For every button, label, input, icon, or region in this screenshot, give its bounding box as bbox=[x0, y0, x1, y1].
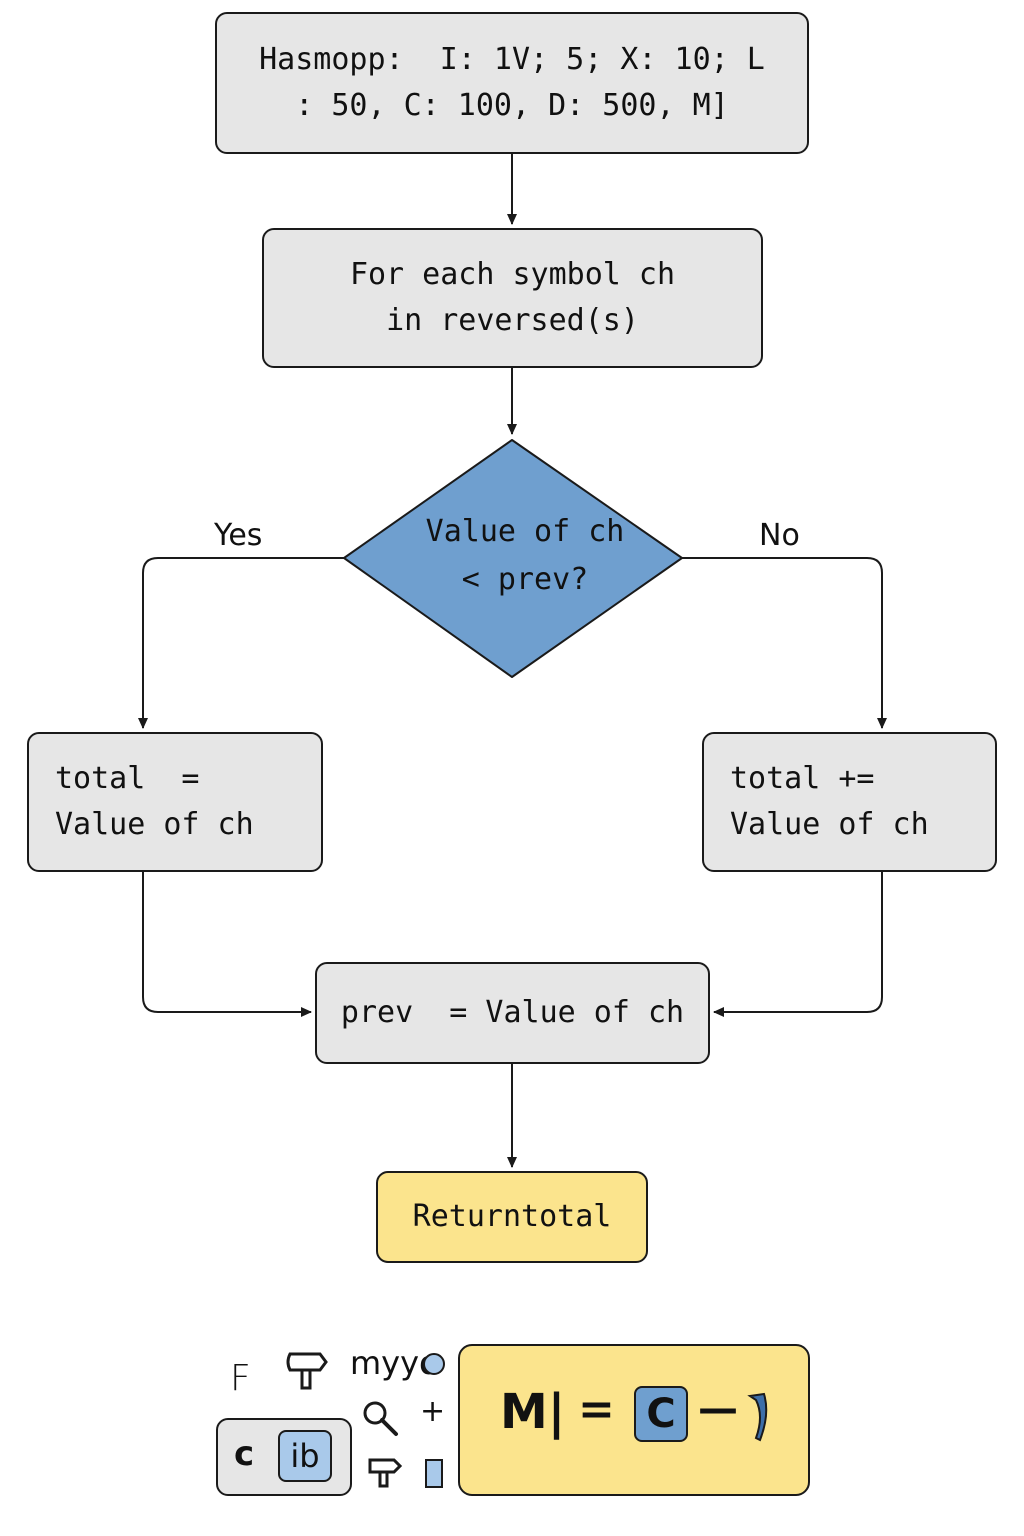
add-line-1: total += bbox=[730, 761, 875, 796]
chip-c-ib: c ib bbox=[216, 1418, 352, 1496]
init-hashmap-box: Hasmopp: I: 1V; 5; X: 10; L : 50, C: 100… bbox=[215, 12, 809, 154]
decision-text: Value of ch < prev? bbox=[380, 508, 670, 604]
init-line-2: : 50, C: 100, D: 500, M] bbox=[295, 88, 729, 123]
plus-glyph: + bbox=[420, 1394, 446, 1429]
update-prev-text: prev = Value of ch bbox=[340, 995, 685, 1030]
circle-icon bbox=[423, 1353, 445, 1375]
update-prev-box: prev = Value of ch bbox=[315, 962, 710, 1064]
signpost-icon bbox=[286, 1352, 328, 1390]
f-glyph: F bbox=[230, 1358, 251, 1399]
subtract-box: total = Value of ch bbox=[27, 732, 323, 872]
bracket-icon bbox=[747, 1392, 768, 1442]
formula-lhs: M| bbox=[500, 1384, 566, 1440]
chip-c-label: c bbox=[234, 1434, 255, 1474]
loop-box: For each symbol ch in reversed(s) bbox=[262, 228, 763, 368]
formula-minus: — bbox=[698, 1386, 738, 1432]
yes-label: Yes bbox=[214, 518, 263, 553]
chip-ib-label: ib bbox=[278, 1430, 332, 1482]
small-signpost-icon bbox=[368, 1458, 403, 1488]
formula-equals: = bbox=[578, 1384, 615, 1435]
no-label: No bbox=[759, 518, 800, 553]
loop-line-2: in reversed(s) bbox=[386, 303, 639, 338]
decision-line-1: Value of ch bbox=[425, 514, 625, 549]
decision-diamond bbox=[343, 439, 683, 678]
loop-line-1: For each symbol ch bbox=[349, 257, 676, 292]
add-line-2: Value of ch bbox=[730, 807, 929, 842]
return-box: Returntotal bbox=[376, 1171, 648, 1263]
formula-box: M| = C — bbox=[458, 1344, 810, 1496]
arrow-yes-branch bbox=[138, 557, 344, 729]
init-line-1: Hasmopp: I: 1V; 5; X: 10; L bbox=[259, 42, 765, 77]
formula-c-chip: C bbox=[634, 1386, 688, 1442]
arrow-no-branch bbox=[682, 557, 887, 729]
arrow-add-to-prev bbox=[713, 872, 883, 1017]
magnifier-icon bbox=[363, 1401, 398, 1436]
decision-line-2: < prev? bbox=[461, 562, 589, 597]
subtract-line-1: total = bbox=[55, 761, 200, 796]
blue-rectangle-icon bbox=[425, 1459, 443, 1488]
return-text: Returntotal bbox=[412, 1199, 612, 1234]
add-box: total += Value of ch bbox=[702, 732, 997, 872]
arrow-subtract-to-prev bbox=[142, 872, 312, 1017]
subtract-line-2: Value of ch bbox=[55, 807, 254, 842]
